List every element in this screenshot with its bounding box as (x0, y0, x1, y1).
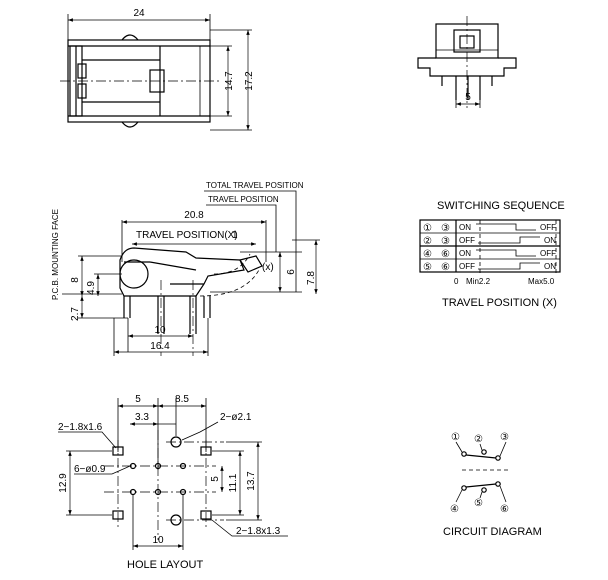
x-marker: (x) (262, 262, 274, 273)
switching-sequence-title: SWITCHING SEQUENCE (437, 200, 565, 212)
hole-diameter-2-1-label: 2−ø2.1 (220, 412, 252, 423)
dimension-20-8: 20.8 (184, 210, 204, 221)
svg-text:ON: ON (544, 236, 556, 245)
sequence-xlabel: TRAVEL POSITION (X) (442, 297, 557, 309)
travel-position-x-value: 1 (232, 230, 238, 241)
svg-text:OFF: OFF (540, 249, 556, 258)
hole-dimension-11-1: 11.1 (228, 473, 239, 492)
svg-text:ON: ON (459, 223, 471, 232)
hole-dimension-13-7: 13.7 (246, 471, 257, 491)
circuit-diagram-title: CIRCUIT DIAGRAM (443, 526, 542, 538)
front-view: 5 (417, 16, 517, 108)
pcb-mounting-face-label: P.C.B. MOUNTING FACE (51, 209, 60, 300)
sequence-row-3: ④ ⑥ ON OFF (423, 249, 556, 260)
dimension-7-8: 7.8 (306, 271, 317, 285)
dimension-8: 8 (70, 277, 81, 283)
holes-0-9-label: 6−ø0.9 (74, 464, 106, 475)
svg-text:②: ② (423, 236, 432, 247)
travel-position-label: TRAVEL POSITION (208, 195, 279, 204)
circuit-pin-4: ④ (450, 504, 459, 515)
sequence-row-1: ① ③ ON OFF (423, 223, 556, 234)
switching-sequence: SWITCHING SEQUENCE ① ③ ON OFF ② ③ OFF ON… (419, 200, 565, 309)
width-dimension: 24 (133, 8, 145, 19)
hole-dimension-5: 5 (135, 394, 141, 405)
hole-dimension-12-9: 12.9 (58, 473, 69, 493)
svg-text:OFF: OFF (459, 262, 475, 271)
circuit-pin-1: ① (451, 432, 460, 443)
circuit-pin-5: ⑤ (474, 498, 483, 509)
svg-text:ON: ON (459, 249, 471, 258)
dimension-2-7: 2.7 (70, 307, 81, 321)
hole-dimension-8-5: 8.5 (175, 394, 189, 405)
sequence-row-4: ⑤ ⑥ OFF ON (423, 262, 556, 273)
hole-dimension-3-3: 3.3 (135, 412, 149, 423)
pin-pitch-dimension: 5 (465, 92, 471, 103)
circuit-diagram: ① ② ③ ④ ⑤ ⑥ CIRCUIT DIAGRAM (443, 432, 542, 538)
dimension-6: 6 (286, 269, 297, 275)
height-inner-dimension: 14.7 (224, 71, 235, 91)
circuit-pin-2: ② (474, 434, 483, 445)
height-outer-dimension: 17.2 (244, 71, 255, 91)
svg-text:⑤: ⑤ (423, 262, 432, 273)
slot-1-8x1-3-label: 2−1.8x1.3 (236, 526, 281, 537)
svg-text:④: ④ (423, 249, 432, 260)
side-view: P.C.B. MOUNTING FACE TOTAL TRAVEL POSITI… (51, 181, 320, 356)
svg-text:OFF: OFF (540, 223, 556, 232)
dimension-10-side: 10 (154, 325, 166, 336)
hole-dimension-10: 10 (152, 535, 164, 546)
side-view-body (119, 247, 245, 297)
top-view: 24 14.7 17.2 (60, 8, 255, 131)
dimension-16-4: 16.4 (150, 341, 170, 352)
svg-text:OFF: OFF (459, 236, 475, 245)
circuit-pin-6: ⑥ (500, 504, 509, 515)
svg-text:⑥: ⑥ (441, 249, 450, 260)
hole-dimension-5-vertical: 5 (210, 476, 221, 482)
svg-text:①: ① (423, 223, 432, 234)
circuit-pin-3: ③ (500, 432, 509, 443)
dimension-4-9: 4.9 (86, 281, 97, 295)
slot-1-8x1-6-label: 2−1.8x1.6 (58, 422, 103, 433)
sequence-row-2: ② ③ OFF ON (423, 236, 556, 247)
total-travel-position-label: TOTAL TRAVEL POSITION (206, 181, 304, 190)
sequence-axis-zero: 0 (454, 277, 459, 286)
svg-text:③: ③ (441, 236, 450, 247)
travel-position-x-label: TRAVEL POSITION(X) (136, 230, 238, 241)
sequence-axis-min: Min2.2 (466, 277, 491, 286)
hole-layout-title: HOLE LAYOUT (127, 559, 203, 571)
svg-text:③: ③ (441, 223, 450, 234)
hole-layout: 5 8.5 3.3 2−ø2.1 2−1.8x1.6 6−ø0.9 (58, 394, 288, 571)
svg-text:⑥: ⑥ (441, 262, 450, 273)
svg-text:ON: ON (544, 262, 556, 271)
sequence-axis-max: Max5.0 (528, 277, 555, 286)
